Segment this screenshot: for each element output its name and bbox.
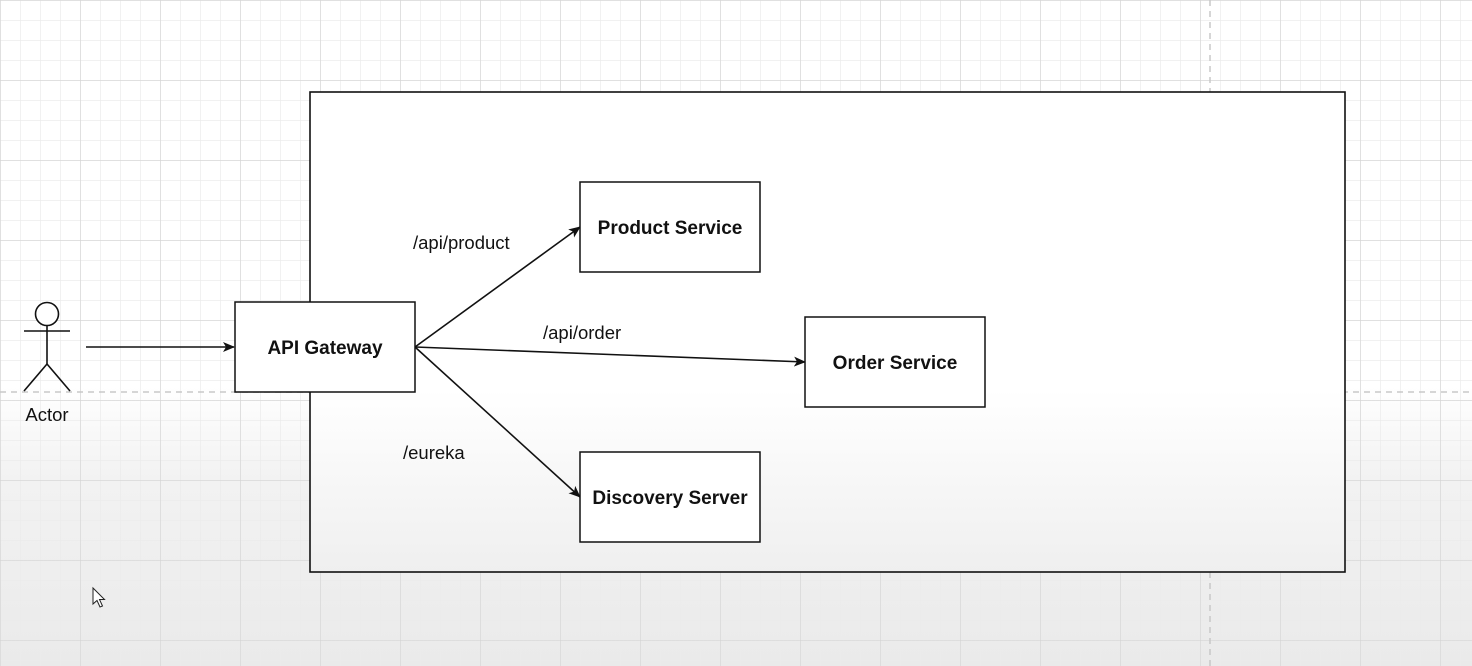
node-api-gateway[interactable]: API Gateway [234,301,416,393]
node-label-product-service: Product Service [598,218,743,239]
edge-gateway-to-product[interactable] [414,226,581,348]
edge-gateway-to-order[interactable] [414,346,806,367]
node-label-order-service: Order Service [833,353,958,374]
actor-label: Actor [25,404,68,425]
stick-figure-icon [23,301,71,392]
node-label-api-gateway: API Gateway [267,338,383,359]
edge-label-order: /api/order [543,322,621,343]
node-discovery-server[interactable]: Discovery Server [579,451,761,543]
edge-gateway-to-discovery[interactable] [414,346,581,498]
node-order-service[interactable]: Order Service [804,316,986,408]
actor[interactable]: Actor [23,301,71,426]
mouse-pointer-icon [92,586,106,608]
edge-label-product: /api/product [413,232,510,253]
edge-label-eureka: /eureka [403,442,465,463]
node-product-service[interactable]: Product Service [579,181,761,273]
node-label-discovery-server: Discovery Server [592,488,748,509]
